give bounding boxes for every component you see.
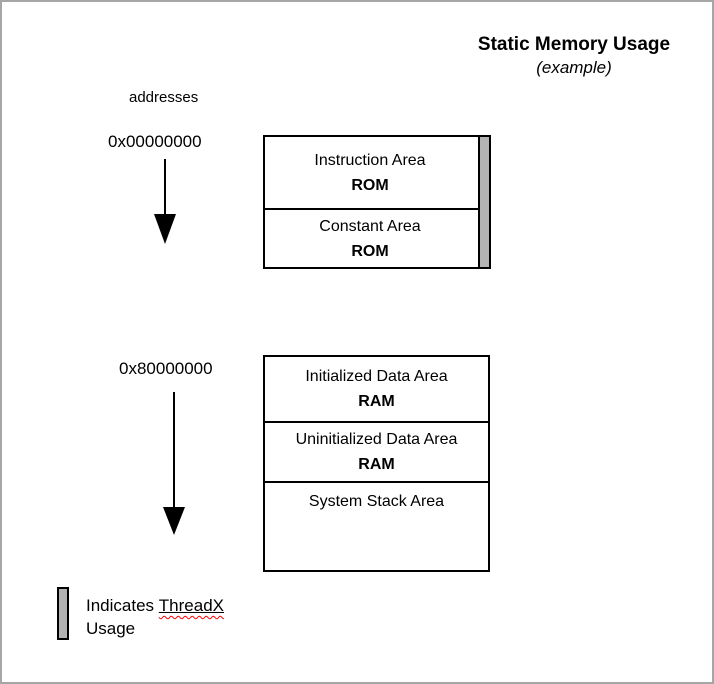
memory-area-name: Uninitialized Data Area [295,431,458,448]
memory-area-name: Constant Area [319,217,421,235]
memory-area-name: Instruction Area [314,151,426,169]
memory-cell-initialized-data-area: Initialized Data Area RAM [265,357,488,421]
legend-term-misspelling-squiggle: ThreadX [158,596,224,615]
page-title: Static Memory Usage [477,34,671,55]
memory-cell-system-stack-area: System Stack Area [265,481,488,570]
down-arrow-icon [163,507,185,535]
memory-area-type: RAM [358,456,395,473]
legend-line-1: Indicates ThreadX [86,594,224,617]
memory-area-type: ROM [351,176,389,194]
memory-area-name: Initialized Data Area [305,368,448,385]
memory-area-name: System Stack Area [308,493,445,510]
addresses-label: addresses [129,89,199,106]
legend-line-2: Usage [86,619,136,638]
memory-area-type: RAM [358,393,395,410]
threadx-usage-swatch [57,587,69,640]
memory-cell-uninitialized-data-area: Uninitialized Data Area RAM [265,421,488,481]
legend-prefix: Indicates [86,596,155,615]
threadx-usage-stripe [478,135,491,269]
ram-memory-box: Initialized Data Area RAM Uninitialized … [263,355,490,572]
rom-start-address: 0x00000000 [108,132,202,151]
memory-cell-instruction-area: Instruction Area ROM [265,137,488,208]
ram-start-address: 0x80000000 [119,359,213,378]
memory-cell-constant-area: Constant Area ROM [265,208,488,267]
down-arrow-icon [164,159,166,215]
down-arrow-icon [173,392,175,509]
down-arrow-icon [154,214,176,244]
legend-text: Indicates ThreadX Usage [86,594,224,640]
legend-term-underlined: ThreadX [159,596,224,615]
page-subtitle: (example) [536,58,612,77]
page-title-block: Static Memory Usage (example) [434,34,712,78]
rom-memory-box: Instruction Area ROM Constant Area ROM [263,135,490,269]
memory-area-type: ROM [351,242,389,260]
